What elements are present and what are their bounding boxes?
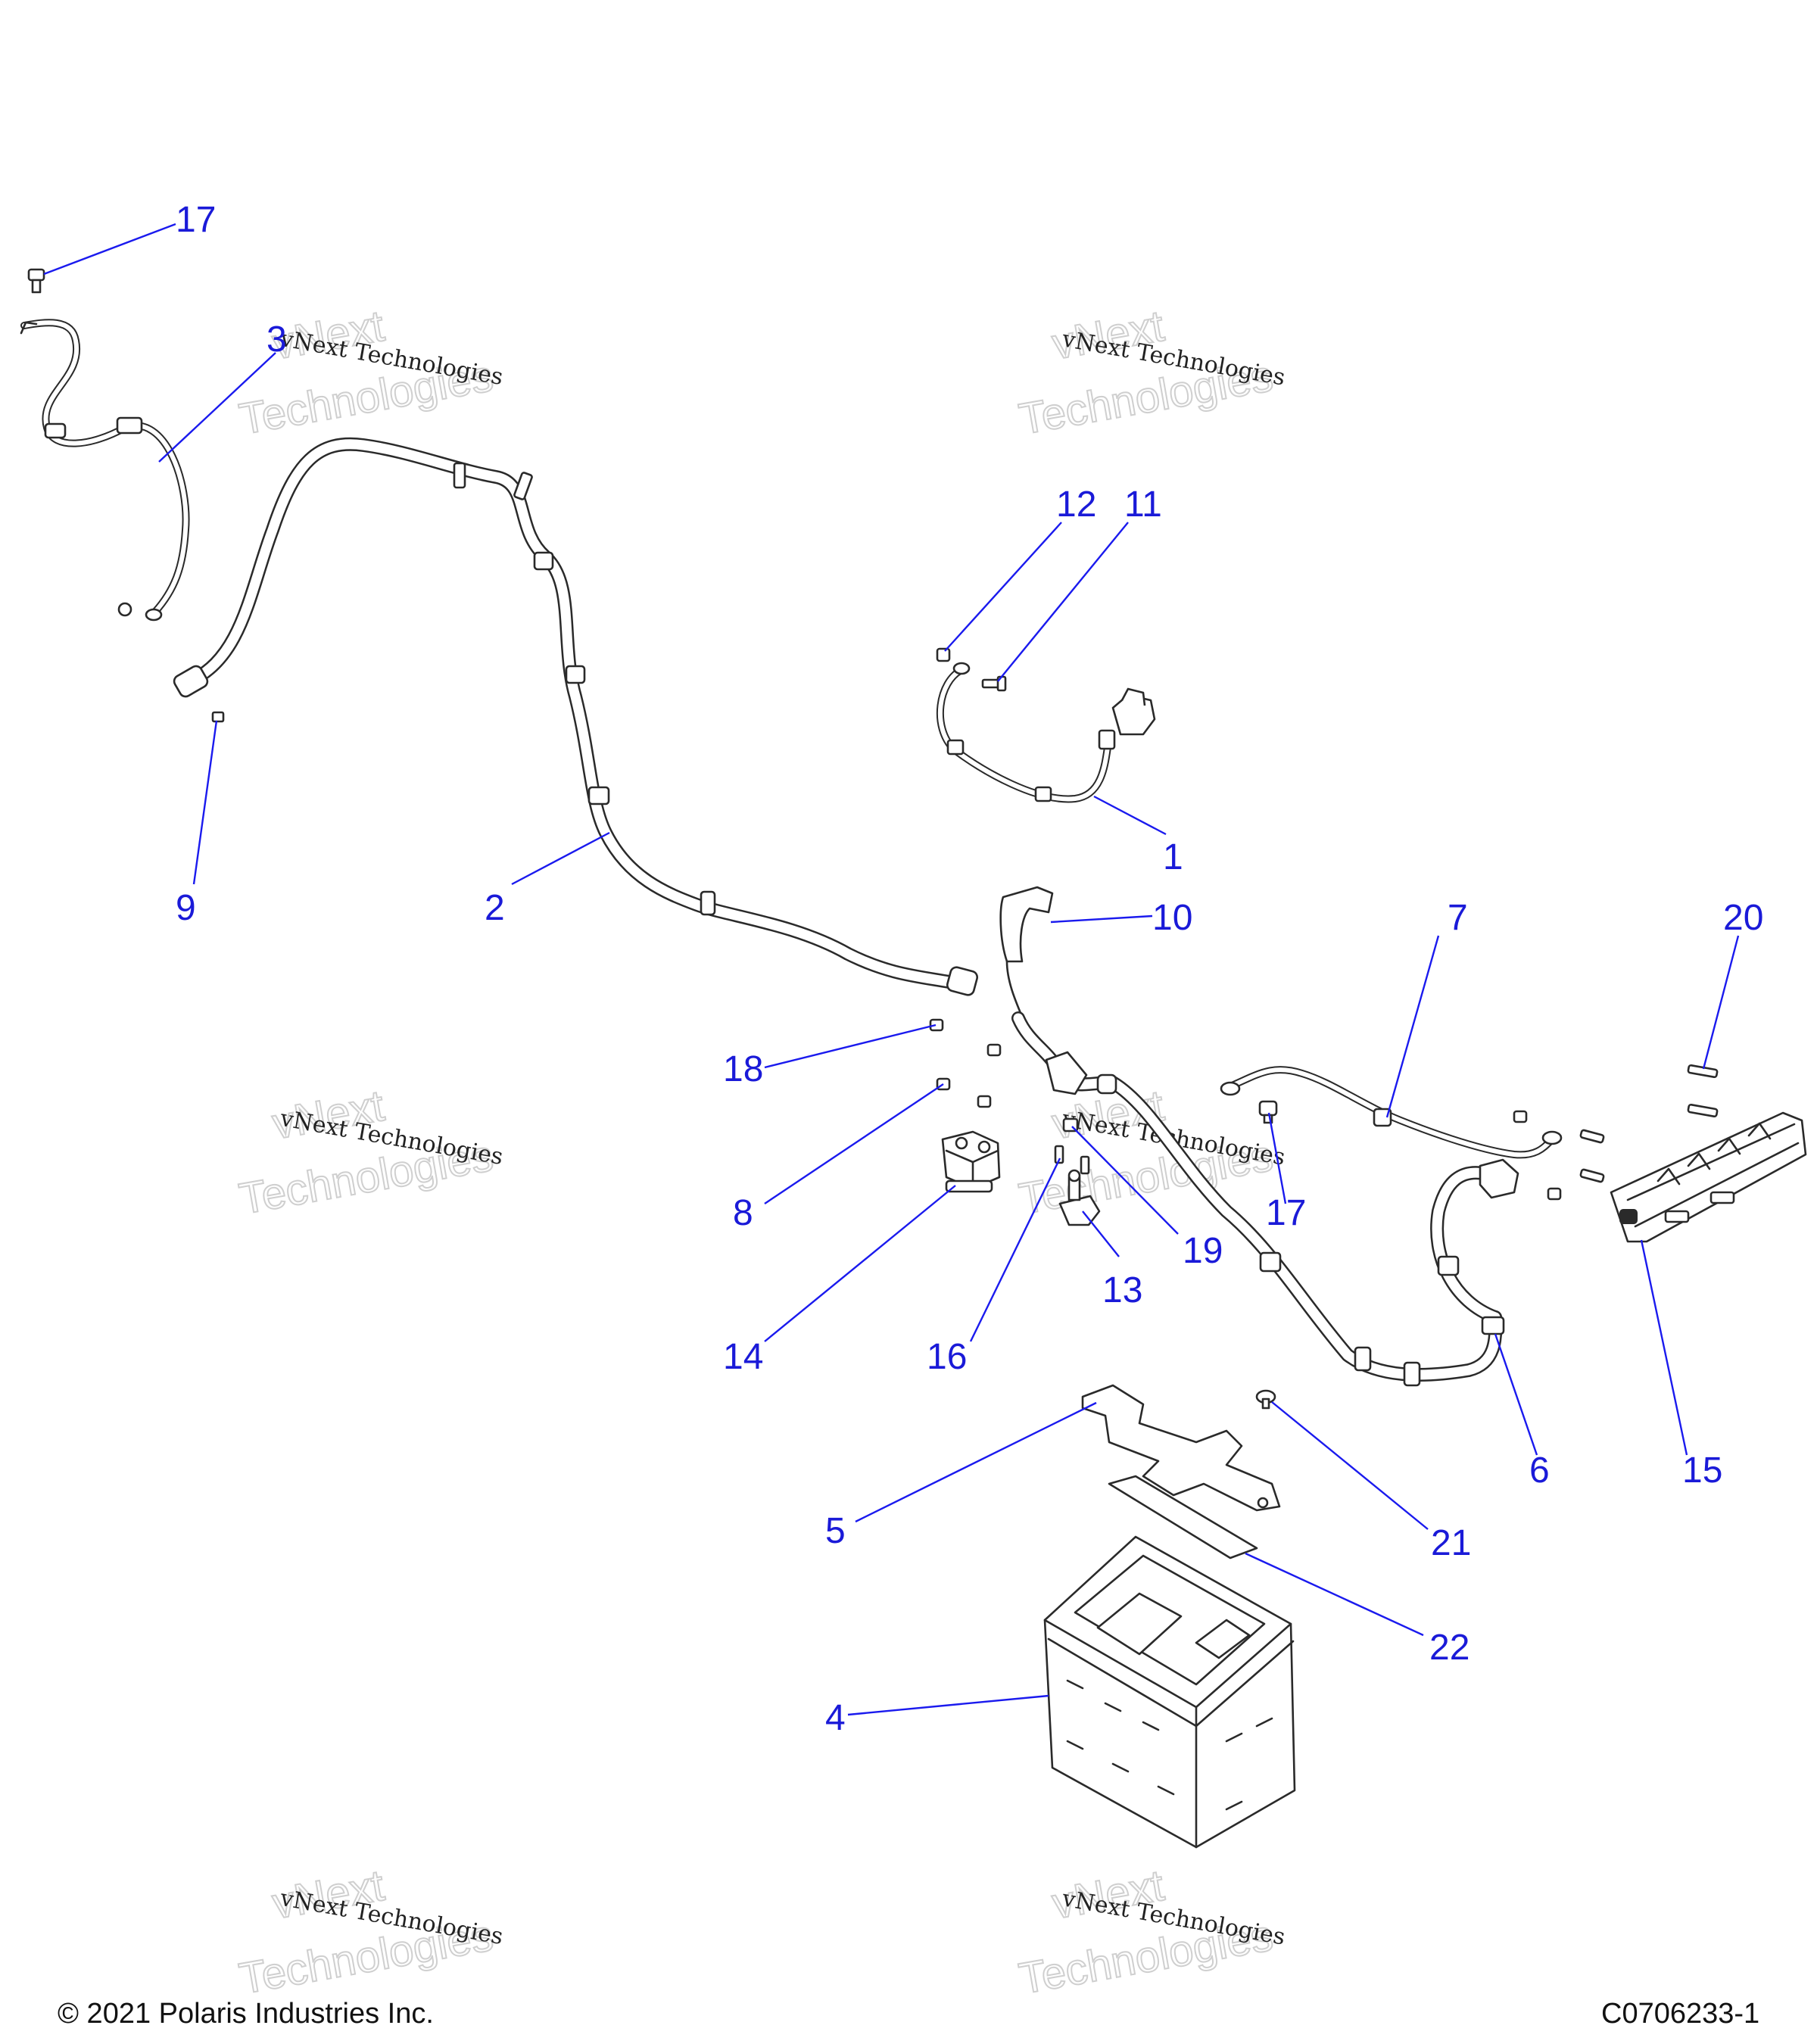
callout-3: 3 [266, 319, 287, 360]
battery [1043, 1535, 1296, 1849]
callout-20: 20 [1723, 898, 1763, 938]
callout-17-top: 17 [176, 200, 216, 240]
callout-7: 7 [1448, 898, 1468, 938]
callout-19: 19 [1183, 1231, 1223, 1271]
callout-1: 1 [1163, 837, 1183, 877]
nut-18 [929, 1018, 1002, 1057]
solenoid [941, 1130, 1001, 1193]
callout-14: 13 [1102, 1270, 1142, 1310]
callout-15: 15 [1682, 1450, 1722, 1491]
copyright-notice: © 2021 Polaris Industries Inc. [58, 1998, 434, 2030]
bracket-14 [1058, 1169, 1101, 1226]
callout-12: 12 [1056, 485, 1096, 525]
callout-17-right: 17 [1266, 1193, 1306, 1233]
callout-13: 14 [723, 1337, 763, 1377]
fuse-block [1610, 1111, 1807, 1243]
bolt-8 [936, 1077, 992, 1108]
callout-9: 9 [176, 888, 196, 928]
bolt-17-right [1258, 1100, 1278, 1124]
callout-5: 5 [825, 1511, 846, 1551]
terminal-boot [999, 886, 1054, 1027]
short-cable [936, 662, 1156, 803]
callout-11: 11 [1124, 485, 1162, 525]
callout-labels: 17 3 12 11 1 9 2 10 7 20 18 8 17 19 13 1… [176, 200, 1763, 1738]
callout-2: 2 [485, 888, 505, 928]
nut-right [1513, 1110, 1562, 1201]
callout-22: 22 [1429, 1628, 1469, 1668]
callout-10: 10 [1152, 898, 1192, 938]
cable-6 [1011, 1011, 1519, 1387]
callout-21: 21 [1431, 1523, 1471, 1563]
screw-16 [1054, 1145, 1090, 1175]
nut-small [936, 647, 951, 662]
figure-id: C0706233-1 [1601, 1998, 1759, 2030]
callout-6: 6 [1529, 1450, 1550, 1491]
callout-4: 4 [825, 1698, 846, 1738]
ground-cable [20, 319, 190, 622]
bolt-top-left [27, 268, 45, 294]
callout-8: 8 [733, 1193, 753, 1233]
screw-20 [1579, 1064, 1719, 1183]
bolt-small [981, 675, 1007, 692]
callout-18: 18 [723, 1049, 763, 1089]
long-cable [173, 437, 979, 996]
nut-left [211, 711, 225, 723]
hold-down-bracket [1081, 1384, 1281, 1512]
callout-16: 16 [927, 1337, 967, 1377]
leader-lines [43, 223, 1740, 1716]
screw-21 [1255, 1389, 1276, 1410]
pad [1108, 1475, 1258, 1559]
cable-7 [1220, 1066, 1563, 1159]
